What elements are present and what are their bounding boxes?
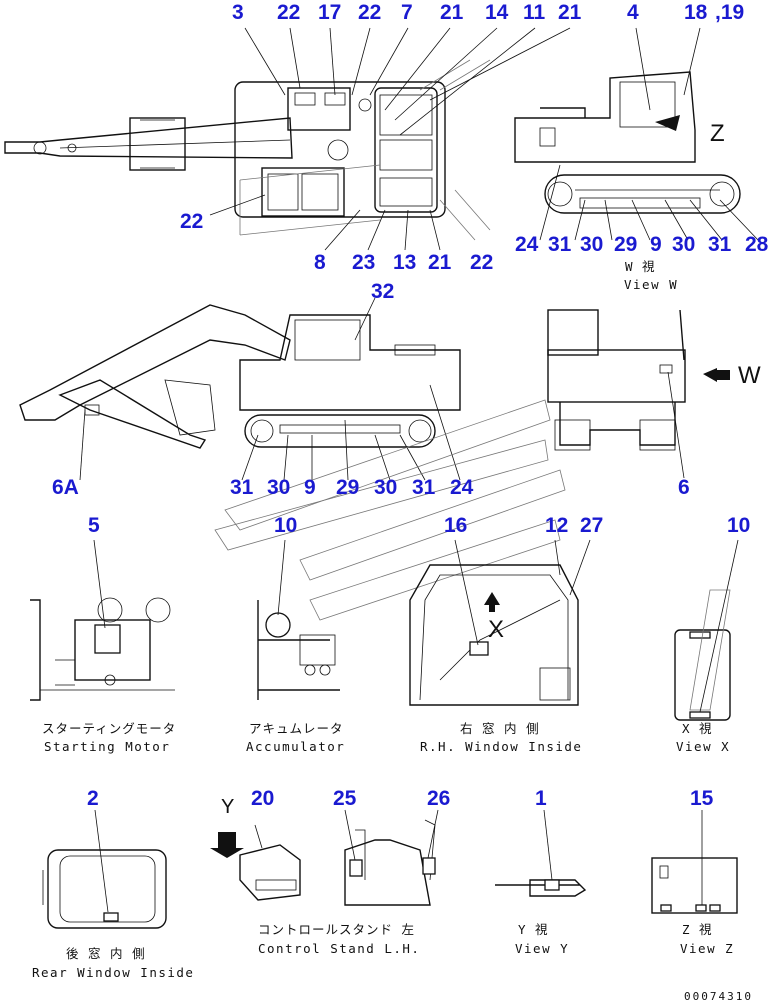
- caption-accum-en: Accumulator: [246, 739, 346, 754]
- callout: 21: [440, 1, 464, 24]
- callout: 22: [277, 1, 301, 24]
- callout: 10: [274, 514, 298, 537]
- caption-starting-jp: スターティングモータ: [42, 721, 177, 736]
- caption-view-w-en: View W: [624, 277, 679, 292]
- letter-w: W: [738, 362, 761, 389]
- callout: 18: [684, 1, 708, 24]
- excavator-side-view-w: [514, 27, 759, 241]
- accumulator-detail: [257, 539, 340, 700]
- callout: 7: [401, 1, 413, 24]
- callout: 5: [88, 514, 100, 537]
- caption-view-y-jp: Y 視: [518, 922, 549, 937]
- callout: 13: [393, 251, 417, 274]
- callout: 21: [558, 1, 582, 24]
- callout: 23: [352, 251, 376, 274]
- view-x-detail: [674, 539, 739, 721]
- callout: 31: [230, 476, 254, 499]
- callout: 22: [358, 1, 382, 24]
- callout: 6: [678, 476, 690, 499]
- rear-window-detail: [42, 809, 167, 929]
- callout: 22: [180, 210, 204, 233]
- callout: 31: [548, 233, 572, 256]
- callout: 30: [672, 233, 696, 256]
- callout: 31: [708, 233, 732, 256]
- callout: 29: [336, 476, 360, 499]
- top-leaders: [209, 27, 571, 251]
- callout: 1: [535, 787, 547, 810]
- caption-accum-jp: アキュムレータ: [249, 721, 344, 736]
- callout: 26: [427, 787, 451, 810]
- excavator-side-view: [19, 297, 730, 621]
- caption-starting-en: Starting Motor: [44, 739, 171, 754]
- callout: 8: [314, 251, 326, 274]
- callout: 14: [485, 1, 509, 24]
- callout: 2: [87, 787, 99, 810]
- callout: 30: [374, 476, 398, 499]
- callout: 9: [304, 476, 316, 499]
- caption-view-z-en: View Z: [680, 941, 735, 956]
- callout: 28: [745, 233, 769, 256]
- callout: 24: [515, 233, 539, 256]
- view-y-detail: [495, 809, 587, 897]
- caption-rear-en: Rear Window Inside: [32, 965, 195, 980]
- callout: 11: [523, 1, 546, 24]
- callout: 32: [371, 280, 395, 303]
- starting-motor-detail: [30, 539, 175, 701]
- callout: 9: [650, 233, 662, 256]
- callout: 16: [444, 514, 468, 537]
- callout: 22: [470, 251, 494, 274]
- caption-ctrl-en: Control Stand L.H.: [258, 941, 421, 956]
- caption-ctrl-jp: コントロールスタンド 左: [258, 922, 416, 937]
- caption-rh-en: R.H. Window Inside: [420, 739, 583, 754]
- drawing-number: 00074310: [684, 990, 753, 1003]
- callout: 27: [580, 514, 604, 537]
- excavator-top-view: [4, 59, 491, 241]
- callout: ,19: [715, 1, 745, 24]
- callout: 10: [727, 514, 751, 537]
- callout: 3: [232, 1, 244, 24]
- caption-view-x-en: View X: [676, 739, 731, 754]
- callout: 29: [614, 233, 638, 256]
- callout: 21: [428, 251, 452, 274]
- letter-y: Y: [221, 796, 235, 818]
- callout: 17: [318, 1, 342, 24]
- callout: 24: [450, 476, 474, 499]
- callout: 15: [690, 787, 714, 810]
- callout: 25: [333, 787, 357, 810]
- letter-z: Z: [710, 120, 725, 147]
- view-z-detail: [651, 810, 738, 914]
- callout: 20: [251, 787, 275, 810]
- caption-rear-jp: 後 窓 内 側: [66, 946, 146, 961]
- caption-view-w-jp: W 視: [625, 259, 656, 274]
- caption-view-y-en: View Y: [515, 941, 570, 956]
- caption-view-z-jp: Z 視: [682, 922, 713, 937]
- control-stand-detail: [210, 809, 439, 906]
- callout: 30: [580, 233, 604, 256]
- letter-x: X: [488, 616, 505, 643]
- callout: 30: [267, 476, 291, 499]
- caption-view-x-jp: X 視: [682, 721, 713, 736]
- callout: 4: [627, 1, 639, 24]
- caption-rh-jp: 右 窓 内 側: [460, 721, 540, 736]
- callout: 31: [412, 476, 436, 499]
- rh-window-detail: [409, 539, 591, 706]
- callout: 12: [545, 514, 569, 537]
- callout: 6A: [52, 476, 79, 499]
